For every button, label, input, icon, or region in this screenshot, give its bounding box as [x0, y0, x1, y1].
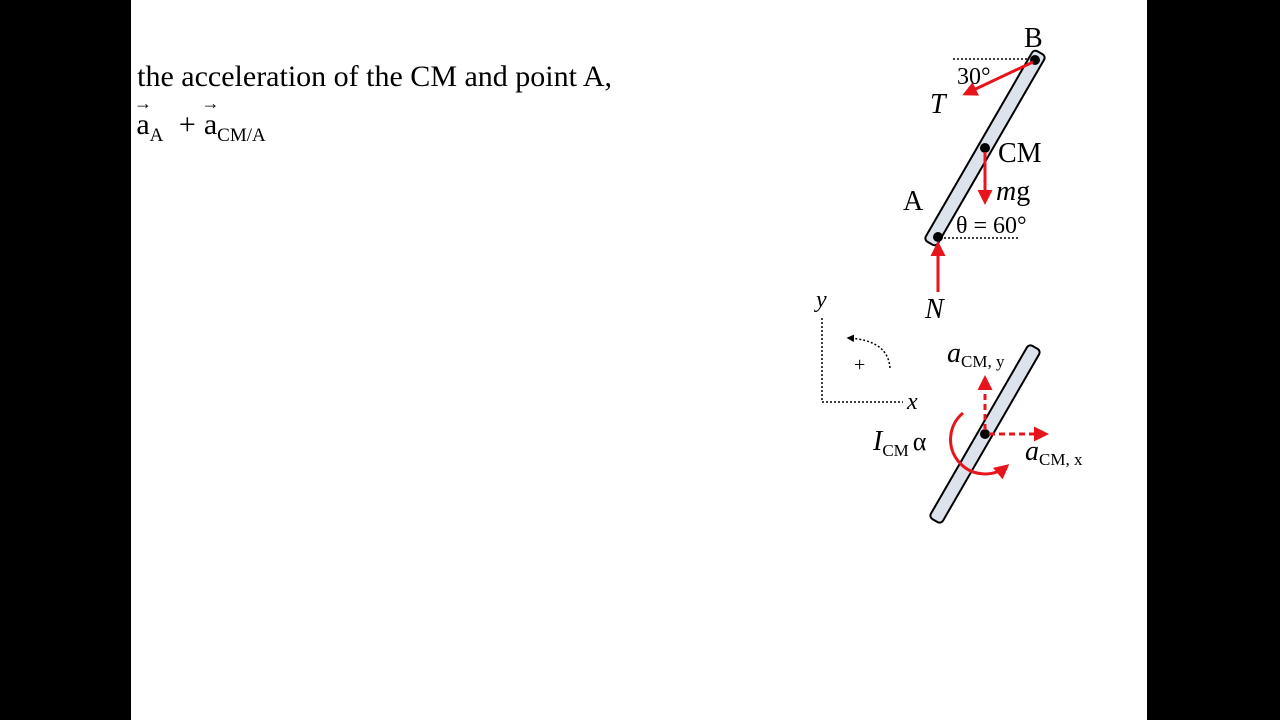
a-cm-a-subscript: CM/A	[217, 125, 266, 146]
weight-label: mg	[996, 176, 1030, 207]
a-cm-a-vector: →a	[201, 93, 220, 141]
cm-dot	[980, 143, 990, 153]
coordinate-axes: y x +	[814, 287, 918, 415]
point-a-dot	[933, 232, 943, 242]
point-a-label: A	[903, 186, 924, 217]
tension-arrow	[962, 60, 1034, 96]
cm-label: CM	[998, 138, 1042, 169]
point-b-label: B	[1024, 23, 1043, 54]
a-a-subscript: A	[149, 125, 164, 146]
theta-label: θ = 60°	[956, 213, 1027, 239]
y-axis-label: y	[814, 287, 827, 313]
positive-rotation-label: +	[854, 354, 865, 376]
vector-arrow: →	[133, 93, 152, 113]
equals-sign: =	[111, 108, 129, 141]
vector-arrow: →	[50, 93, 69, 113]
acceleration-equation: →aCM =→aA +→aCM/A	[50, 93, 266, 147]
slide-heading: Relate the acceleration of the CM and po…	[53, 60, 612, 93]
plus-sign: +	[178, 108, 196, 141]
positive-rotation-arrow	[846, 334, 891, 369]
free-body-diagram: B 30° T CM mg A θ = 60° N	[903, 23, 1046, 325]
a-a-vector: →a	[133, 93, 152, 141]
slide	[131, 0, 1147, 720]
vector-arrow: →	[201, 93, 220, 113]
angular-acceleration-arrow	[949, 411, 1010, 480]
kinetic-cm-dot	[980, 429, 990, 439]
a-cm-subscript: CM	[66, 125, 96, 146]
a-cm-vector: →a	[50, 93, 69, 141]
tension-angle-label: 30°	[957, 64, 991, 90]
tension-label: T	[930, 89, 948, 120]
x-axis-label: x	[906, 389, 918, 415]
acm-x-label: aCM, x	[1025, 436, 1083, 469]
acm-y-label: aCM, y	[947, 338, 1005, 371]
normal-label: N	[924, 294, 945, 325]
